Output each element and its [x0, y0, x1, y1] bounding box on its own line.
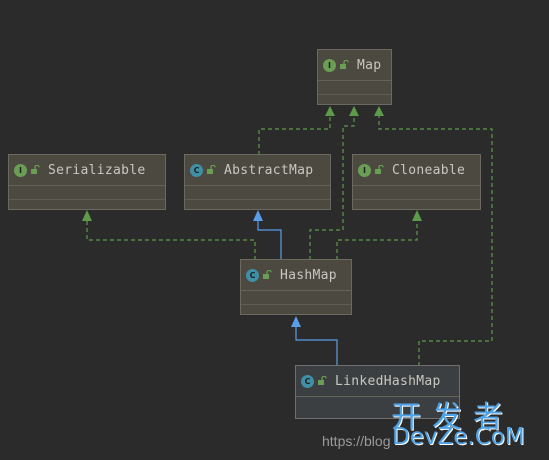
watermark-cn: 开发者: [391, 400, 514, 435]
arrowhead-map-1: [325, 106, 335, 116]
lock-open-icon: [318, 376, 327, 385]
node-serializable[interactable]: I Serializable: [8, 154, 166, 210]
arrowhead-abstractmap: [253, 210, 263, 221]
lock-open-icon: [340, 60, 349, 69]
edge-linkedhashmap-extends-hashmap: [295, 325, 338, 366]
arrowhead-cloneable: [412, 210, 422, 221]
node-linked-hash-map[interactable]: C LinkedHashMap: [295, 365, 460, 419]
lock-open-icon: [375, 165, 384, 174]
node-linked-hash-map-label: LinkedHashMap: [335, 373, 441, 389]
node-map[interactable]: I Map: [317, 49, 392, 105]
edge-hashmap-implements-serializable: [86, 219, 256, 260]
class-icon: C: [246, 268, 259, 282]
arrowhead-hashmap: [291, 316, 301, 327]
node-hash-map[interactable]: C HashMap: [240, 259, 352, 315]
node-hash-map-label: HashMap: [280, 267, 337, 283]
lock-open-icon: [263, 270, 272, 279]
edge-hashmap-extends-abstractmap: [257, 219, 282, 260]
node-abstract-map[interactable]: C AbstractMap: [184, 154, 331, 210]
lock-open-icon: [207, 165, 216, 174]
watermark-url: https://blog: [322, 433, 391, 449]
class-icon: C: [301, 374, 314, 388]
interface-icon: I: [14, 163, 27, 177]
arrowhead-map-3: [374, 106, 384, 116]
arrowhead-map-2: [349, 106, 359, 116]
interface-icon: I: [323, 58, 336, 72]
node-serializable-label: Serializable: [48, 162, 146, 178]
arrowhead-serializable: [82, 210, 92, 221]
lock-open-icon: [31, 165, 40, 174]
node-abstract-map-label: AbstractMap: [224, 162, 314, 178]
edge-hashmap-implements-cloneable: [336, 219, 418, 260]
watermark-en: DevZe.CoM: [392, 424, 525, 450]
edge-linkedhashmap-implements-map: [378, 112, 493, 366]
node-cloneable-label: Cloneable: [392, 162, 466, 178]
node-cloneable[interactable]: I Cloneable: [352, 154, 481, 210]
abstract-class-icon: C: [190, 163, 203, 177]
edge-hashmap-implements-map: [309, 112, 355, 260]
node-map-label: Map: [357, 57, 382, 73]
interface-icon: I: [358, 163, 371, 177]
edge-abstractmap-implements-map: [258, 112, 331, 155]
